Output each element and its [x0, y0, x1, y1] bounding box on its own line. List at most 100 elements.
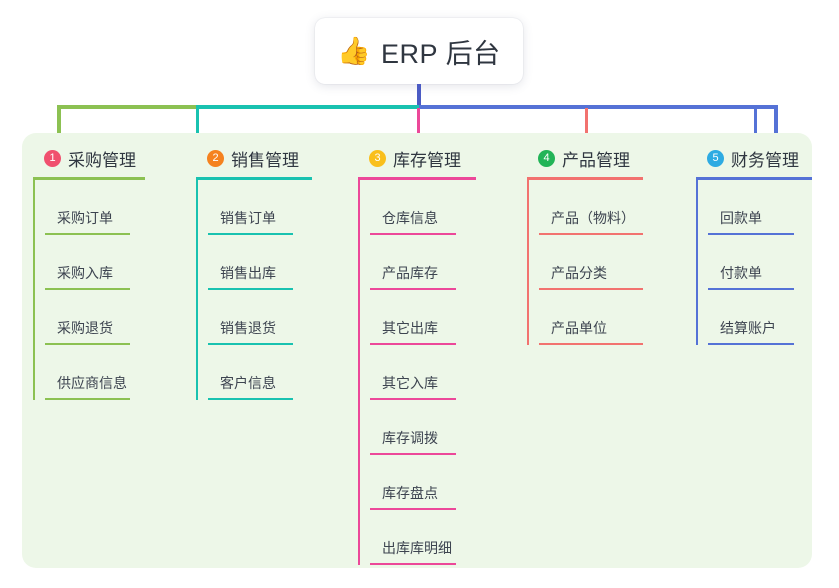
branch-item-underline — [370, 343, 456, 345]
branch-header-underline — [33, 177, 145, 180]
branch-item[interactable]: 库存盘点 — [370, 455, 456, 510]
branch-item-label: 其它入库 — [382, 375, 438, 391]
branch-number-badge: 2 — [207, 149, 224, 167]
bus-segment-1 — [57, 105, 196, 109]
branch-item-list: 回款单付款单结算账户 — [696, 180, 794, 345]
branch-item-underline — [370, 563, 456, 565]
branch-item-list: 产品（物料） 产品分类产品单位 — [527, 180, 643, 345]
branch-item-label: 销售出库 — [220, 265, 276, 281]
branch-spine-line — [358, 180, 360, 565]
branch-item-label: 出库库明细 — [382, 540, 452, 556]
branch-item-underline — [45, 288, 130, 290]
branch-item[interactable]: 供应商信息 — [45, 345, 130, 400]
bus-segment-3 — [419, 105, 778, 109]
branch-item[interactable]: 出库库明细 — [370, 510, 456, 565]
branch-item-label: 回款单 — [720, 210, 762, 226]
branch-item-label: 付款单 — [720, 265, 762, 281]
branch-item-underline — [370, 508, 456, 510]
branch-item[interactable]: 采购订单 — [45, 180, 130, 235]
branch-item-label: 产品分类 — [551, 265, 607, 281]
branch-number-badge: 4 — [538, 149, 555, 167]
branch-item-list: 销售订单销售出库销售退货客户信息 — [196, 180, 293, 400]
branch-drop-4 — [754, 108, 757, 142]
branch-item-label: 库存盘点 — [382, 485, 438, 501]
branch-header-采购管理[interactable]: 1 采购管理 — [33, 146, 145, 170]
root-title: ERP 后台 — [381, 38, 501, 69]
branch-item[interactable]: 采购退货 — [45, 290, 130, 345]
branch-item[interactable]: 产品分类 — [539, 235, 643, 290]
branch-title: 采购管理 — [68, 150, 136, 170]
branch-item-underline — [370, 398, 456, 400]
branch-item-underline — [539, 288, 643, 290]
branch-item-label: 产品（物料） — [551, 210, 635, 226]
branch-column-1: 1 采购管理采购订单采购入库采购退货供应商信息 — [33, 146, 145, 400]
branch-item-underline — [708, 288, 794, 290]
branch-item-label: 销售退货 — [220, 320, 276, 336]
branch-header-underline — [358, 177, 476, 180]
branch-header-underline — [527, 177, 643, 180]
branch-number-badge: 1 — [44, 149, 61, 167]
branch-item[interactable]: 销售出库 — [208, 235, 293, 290]
branch-item[interactable]: 仓库信息 — [370, 180, 456, 235]
branch-drop-1 — [196, 108, 199, 142]
branch-item-label: 产品库存 — [382, 265, 438, 281]
branch-item-label: 仓库信息 — [382, 210, 438, 226]
branch-item-label: 结算账户 — [720, 320, 776, 336]
branch-item-label: 库存调拨 — [382, 430, 438, 446]
branch-item[interactable]: 客户信息 — [208, 345, 293, 400]
branch-item[interactable]: 回款单 — [708, 180, 794, 235]
branch-item-underline — [370, 233, 456, 235]
branch-item[interactable]: 库存调拨 — [370, 400, 456, 455]
root-node[interactable]: 👍 ERP 后台 — [315, 18, 523, 84]
branch-item-underline — [208, 398, 293, 400]
branch-item-list: 采购订单采购入库采购退货供应商信息 — [33, 180, 130, 400]
branch-item-label: 产品单位 — [551, 320, 607, 336]
branch-item[interactable]: 产品（物料） — [539, 180, 643, 235]
branch-header-underline — [696, 177, 812, 180]
branch-item-underline — [370, 288, 456, 290]
branch-item[interactable]: 其它出库 — [370, 290, 456, 345]
branch-header-产品管理[interactable]: 4 产品管理 — [527, 146, 643, 170]
branch-item[interactable]: 采购入库 — [45, 235, 130, 290]
bus-end-cap-2 — [774, 105, 778, 142]
branch-spine-line — [527, 180, 529, 345]
branch-item-label: 采购订单 — [57, 210, 113, 226]
branch-item[interactable]: 其它入库 — [370, 345, 456, 400]
branch-spine-line — [696, 180, 698, 345]
branches-panel — [22, 133, 812, 568]
branch-item[interactable]: 产品单位 — [539, 290, 643, 345]
branch-drop-3 — [585, 108, 588, 142]
branch-spine-line — [33, 180, 35, 400]
branch-number-badge: 3 — [369, 149, 386, 167]
branch-item[interactable]: 付款单 — [708, 235, 794, 290]
bus-segment-2 — [196, 105, 419, 109]
branch-item-underline — [370, 453, 456, 455]
thumbs-up-icon: 👍 — [337, 35, 372, 66]
branch-item-label: 客户信息 — [220, 375, 276, 391]
branch-spine-line — [196, 180, 198, 400]
branch-item[interactable]: 销售订单 — [208, 180, 293, 235]
branch-drop-2 — [417, 108, 420, 142]
branch-header-销售管理[interactable]: 2 销售管理 — [196, 146, 312, 170]
branch-title: 财务管理 — [731, 150, 799, 170]
branch-item[interactable]: 产品库存 — [370, 235, 456, 290]
branch-item-underline — [539, 343, 643, 345]
branch-number-badge: 5 — [707, 149, 724, 167]
branch-column-5: 5 财务管理回款单付款单结算账户 — [696, 146, 812, 345]
branch-item[interactable]: 销售退货 — [208, 290, 293, 345]
bus-end-cap-1 — [57, 105, 61, 142]
branch-item-underline — [45, 343, 130, 345]
branch-title: 产品管理 — [562, 150, 630, 170]
branch-title: 销售管理 — [231, 150, 299, 170]
branch-item-underline — [708, 233, 794, 235]
branch-header-财务管理[interactable]: 5 财务管理 — [696, 146, 812, 170]
branch-item-label: 采购入库 — [57, 265, 113, 281]
branch-item-label: 供应商信息 — [57, 375, 127, 391]
branch-item-underline — [539, 233, 643, 235]
branch-item[interactable]: 结算账户 — [708, 290, 794, 345]
branch-item-underline — [208, 233, 293, 235]
branch-header-underline — [196, 177, 312, 180]
branch-item-underline — [45, 233, 130, 235]
